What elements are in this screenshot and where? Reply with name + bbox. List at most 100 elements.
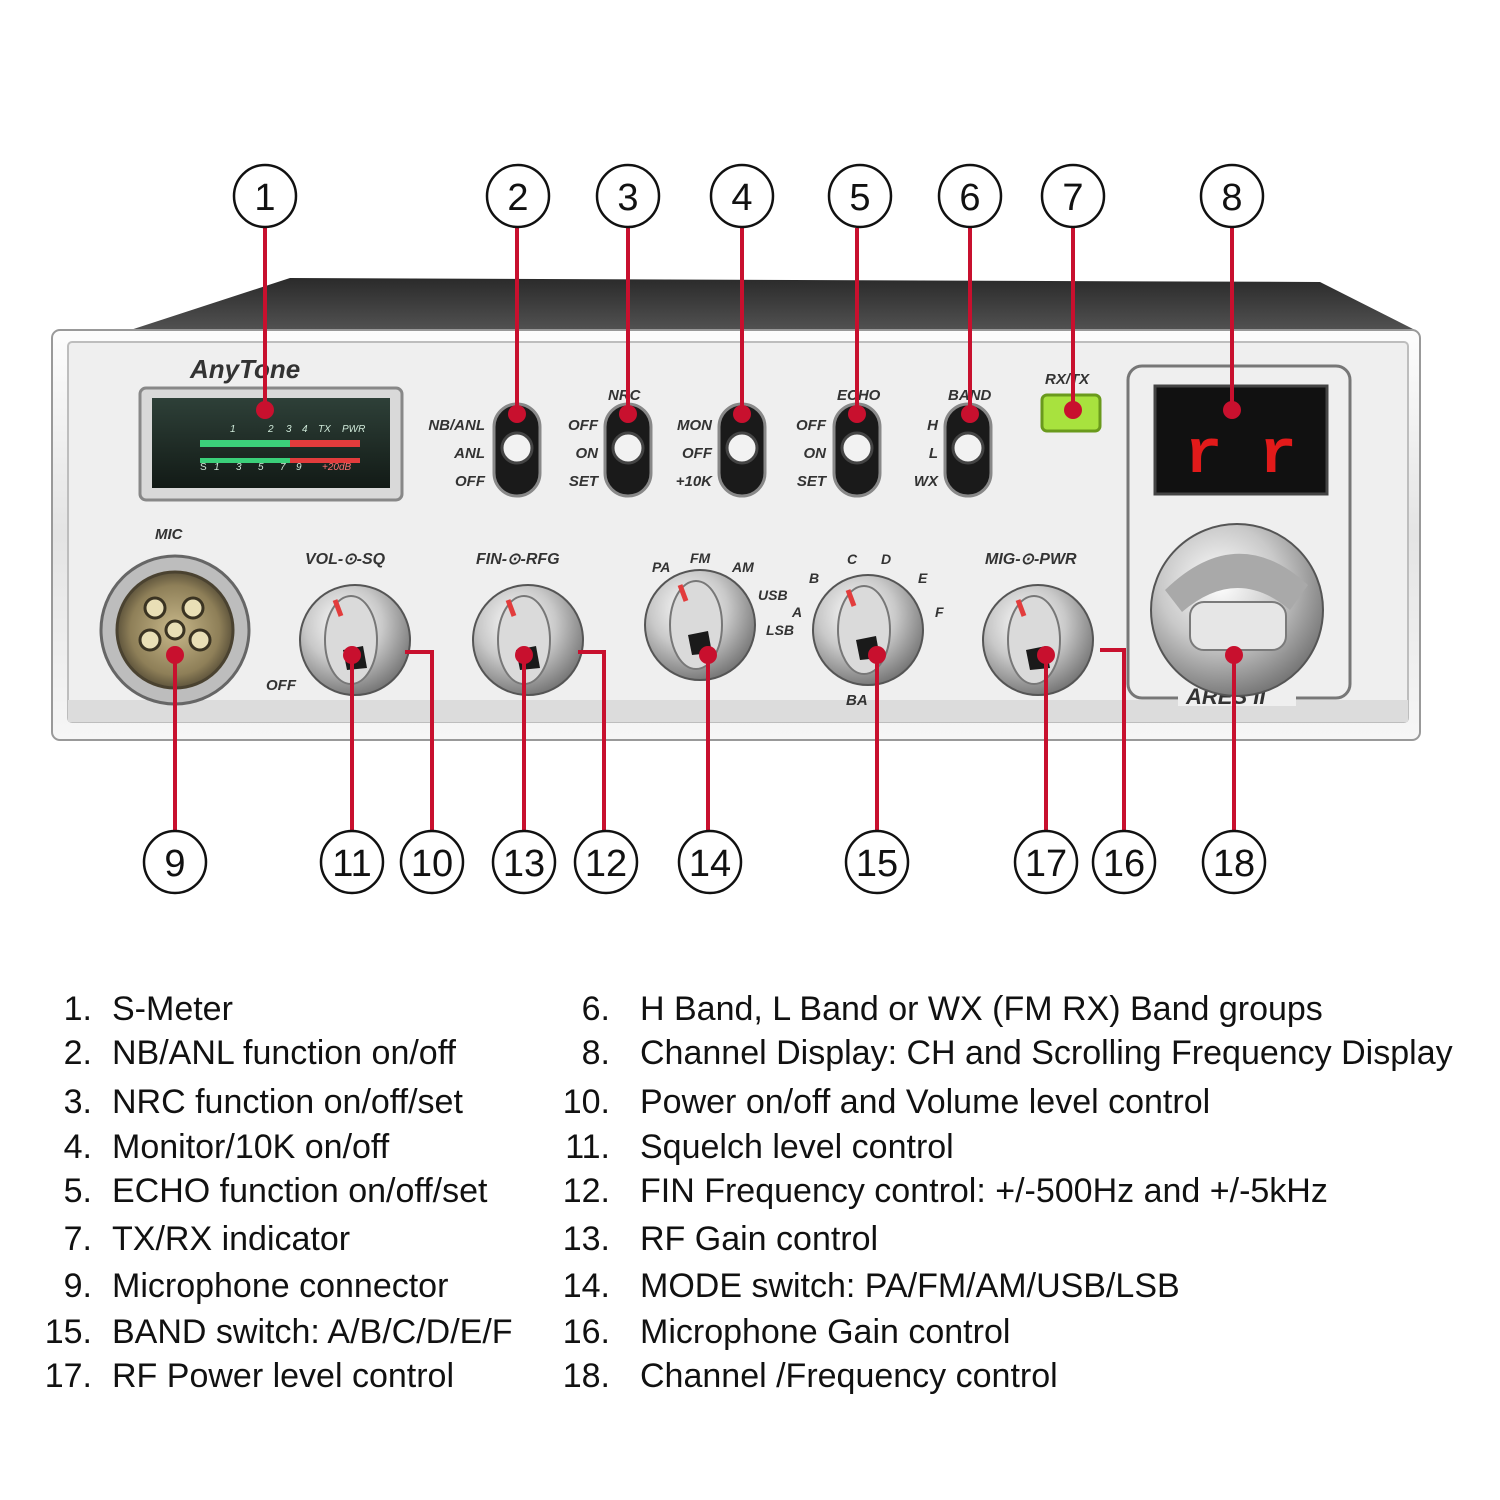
echo-switch-position-label: ON — [804, 445, 828, 462]
meter-scale-top-label: 3 — [286, 424, 292, 435]
legend-item-text: S-Meter — [112, 990, 233, 1028]
legend-item-number: 4. — [63, 1128, 92, 1166]
callout-dot — [1064, 401, 1082, 419]
mode-position-label: FM — [690, 550, 711, 566]
nb-anl-switch-position-label: OFF — [455, 473, 486, 490]
legend-item: 14. MODE switch: PA/FM/AM/USB/LSB — [540, 1267, 1500, 1311]
legend-item: 16.Microphone Gain control — [540, 1313, 1500, 1357]
legend-item-text: FIN Frequency control: +/-500Hz and +/-5… — [640, 1172, 1328, 1210]
mode-switch-knob[interactable] — [644, 569, 756, 681]
legend-item-text: NRC function on/off/set — [112, 1083, 463, 1121]
legend-item-text: Microphone Gain control — [640, 1313, 1011, 1351]
legend-item-number: 6. — [581, 990, 610, 1028]
legend-item-text: Monitor/10K on/off — [112, 1128, 390, 1166]
legend-item: 7.TX/RX indicator — [0, 1220, 560, 1264]
legend-item: 2.NB/ANL function on/off — [0, 1034, 560, 1078]
callout-number: 12 — [585, 843, 627, 885]
callout-11: 11 — [319, 829, 385, 895]
legend-item-number: 15. — [44, 1313, 92, 1351]
legend-item-number: 14. — [562, 1267, 610, 1305]
legend-item: 11. Squelch level control — [540, 1128, 1500, 1172]
radio-bottom-strip — [68, 700, 1408, 722]
echo-switch-position-label: SET — [797, 473, 828, 490]
legend-item: 3.NRC function on/off/set — [0, 1083, 560, 1127]
nrc-switch-position-label: ON — [576, 445, 600, 462]
meter-scale-bottom-label: 1 — [214, 462, 220, 473]
mic-gain-power-knob[interactable] — [982, 584, 1094, 696]
callout-dot — [733, 405, 751, 423]
mode-position-label: USB — [758, 587, 788, 603]
legend-item-text: H Band, L Band or WX (FM RX) Band groups — [640, 990, 1323, 1028]
legend-item-text: RF Power level control — [112, 1357, 455, 1395]
callout-18: 18 — [1201, 829, 1267, 895]
callout-number: 7 — [1062, 177, 1083, 219]
fin-rfgain-knob[interactable] — [472, 584, 584, 696]
vol-sq-label: VOL-⊙-SQ — [305, 551, 386, 568]
callout-dot — [619, 405, 637, 423]
callout-number: 13 — [503, 843, 545, 885]
legend-item-number: 2. — [63, 1034, 92, 1072]
callout-dot — [1225, 646, 1243, 664]
mic-label: MIC — [155, 526, 184, 543]
channel-frequency-knob[interactable] — [1150, 523, 1324, 697]
monitor-10k-switch-position-label: +10K — [676, 473, 713, 490]
legend-item: 6. H Band, L Band or WX (FM RX) Band grou… — [540, 990, 1500, 1034]
legend-item: 8.Channel Display: CH and Scrolling Freq… — [540, 1034, 1500, 1078]
band-position-label: B — [809, 570, 819, 586]
monitor-10k-switch-position-label: OFF — [682, 445, 713, 462]
legend-item: 4. Monitor/10K on/off — [0, 1128, 560, 1172]
legend-item-text: Channel /Frequency control — [640, 1357, 1058, 1395]
mode-position-label: PA — [652, 559, 670, 575]
legend-item-number: 5. — [63, 1172, 92, 1210]
callout-dot — [1223, 401, 1241, 419]
callout-number: 1 — [254, 177, 275, 219]
legend-item-text: Squelch level control — [640, 1128, 954, 1166]
nb-anl-switch-position-label: NB/ANL — [428, 417, 485, 434]
echo-switch-position-label: OFF — [796, 417, 827, 434]
callout-10: 10 — [399, 829, 465, 895]
callout-16: 16 — [1091, 829, 1157, 895]
callout-8: 8 — [1199, 163, 1265, 229]
legend-item-number: 18. — [562, 1357, 610, 1395]
meter-scale-top-label: 1 — [230, 424, 236, 435]
meter-scale-bottom-label: 9 — [296, 462, 302, 473]
callout-number: 3 — [617, 177, 638, 219]
callout-dot — [961, 405, 979, 423]
legend-item-number: 11. — [565, 1128, 610, 1166]
legend-item-number: 7. — [63, 1220, 92, 1258]
band-group-switch-position-label: WX — [914, 473, 939, 490]
band-position-label: F — [935, 604, 944, 620]
callout-number: 17 — [1025, 843, 1067, 885]
callout-1: 1 — [232, 163, 298, 229]
legend-item: 10.Power on/off and Volume level control — [540, 1083, 1500, 1127]
band-position-label: D — [881, 551, 891, 567]
legend-item: 9.Microphone connector — [0, 1267, 560, 1311]
vol-squelch-knob[interactable] — [299, 584, 411, 696]
callout-14: 14 — [677, 829, 743, 895]
band-group-switch-position-label: H — [927, 417, 939, 434]
callout-number: 10 — [411, 843, 453, 885]
band-position-label: C — [847, 551, 858, 567]
channel-display-panel: r r ARES II — [1126, 364, 1352, 709]
legend-item: 13.RF Gain control — [540, 1220, 1500, 1264]
band-position-label: E — [918, 570, 928, 586]
callout-dot — [699, 646, 717, 664]
legend-item-number: 17. — [44, 1357, 92, 1395]
legend-item: 17. RF Power level control — [0, 1357, 560, 1401]
brand-logo: AnyTone — [189, 354, 300, 384]
band-switch-knob[interactable] — [812, 574, 924, 686]
callout-4: 4 — [709, 163, 775, 229]
callout-number: 6 — [959, 177, 980, 219]
legend-item-text: BAND switch: A/B/C/D/E/F — [112, 1313, 513, 1351]
mode-position-label: LSB — [766, 622, 794, 638]
meter-scale-bottom-label: 3 — [236, 462, 242, 473]
legend-item-text: MODE switch: PA/FM/AM/USB/LSB — [640, 1267, 1180, 1305]
nrc-switch-position-label: OFF — [568, 417, 599, 434]
callout-9: 9 — [142, 829, 208, 895]
callout-number: 2 — [507, 177, 528, 219]
legend-item-number: 1. — [63, 990, 92, 1028]
